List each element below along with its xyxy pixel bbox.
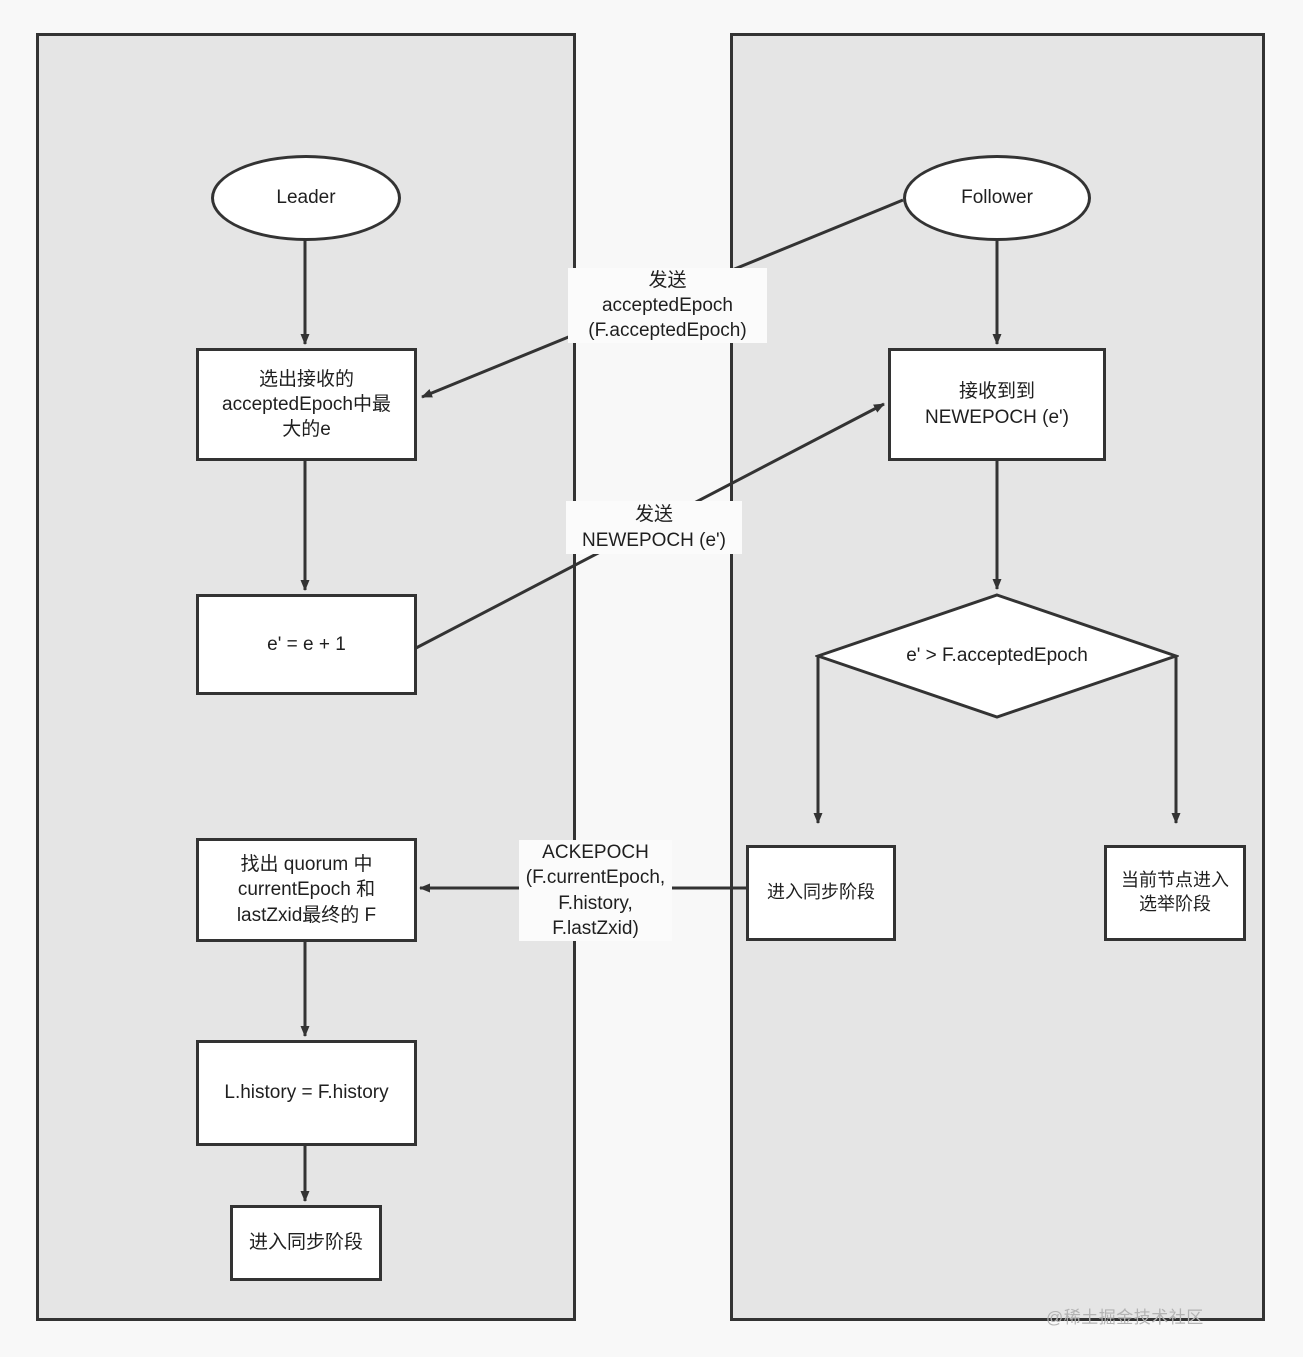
follower-start-node[interactable]: Follower (903, 155, 1091, 241)
follower-receive-newepoch-node[interactable]: 接收到到 NEWEPOCH (e') (888, 348, 1106, 461)
leader-enter-sync-label: 进入同步阶段 (248, 1232, 363, 1254)
follower-enter-sync-label: 进入同步阶段 (767, 882, 875, 903)
follower-receive-newepoch-label: 接收到到 NEWEPOCH (e') (924, 381, 1070, 428)
follower-start-label: Follower (961, 187, 1033, 209)
message-ackepoch-label: ACKEPOCH (F.currentEpoch, F.history, F.l… (519, 840, 672, 941)
message-accepted-epoch-label: 发送 acceptedEpoch (F.acceptedEpoch) (568, 268, 767, 343)
follower-decision-label: e' > F.acceptedEpoch (906, 645, 1088, 666)
message-ackepoch-text: ACKEPOCH (F.currentEpoch, F.history, F.l… (525, 841, 666, 939)
message-newepoch-text: 发送 NEWEPOCH (e') (581, 504, 727, 551)
watermark: @稀土掘金技术社区 (1046, 1308, 1204, 1327)
follower-enter-election-label: 当前节点进入 选举阶段 (1121, 870, 1229, 914)
follower-enter-election-node[interactable]: 当前节点进入 选举阶段 (1104, 845, 1246, 941)
message-newepoch-label: 发送 NEWEPOCH (e') (566, 501, 742, 554)
leader-copy-history-node[interactable]: L.history = F.history (196, 1040, 417, 1146)
leader-select-epoch-node[interactable]: 选出接收的 acceptedEpoch中最 大的e (196, 348, 417, 461)
leader-start-node[interactable]: Leader (211, 155, 401, 241)
message-accepted-epoch-text: 发送 acceptedEpoch (F.acceptedEpoch) (588, 269, 747, 342)
decision-diamond-shape (815, 593, 1179, 719)
leader-copy-history-label: L.history = F.history (224, 1082, 389, 1104)
leader-find-quorum-node[interactable]: 找出 quorum 中 currentEpoch 和 lastZxid最终的 F (196, 838, 417, 942)
follower-enter-sync-node[interactable]: 进入同步阶段 (746, 845, 896, 941)
leader-increment-epoch-label: e' = e + 1 (267, 633, 346, 655)
leader-find-quorum-label: 找出 quorum 中 currentEpoch 和 lastZxid最终的 F (236, 854, 377, 926)
leader-enter-sync-node[interactable]: 进入同步阶段 (230, 1205, 382, 1281)
leader-increment-epoch-node[interactable]: e' = e + 1 (196, 594, 417, 695)
leader-start-label: Leader (276, 187, 336, 209)
follower-decision-node[interactable]: e' > F.acceptedEpoch (815, 592, 1179, 720)
leader-select-epoch-label: 选出接收的 acceptedEpoch中最 大的e (222, 368, 391, 441)
